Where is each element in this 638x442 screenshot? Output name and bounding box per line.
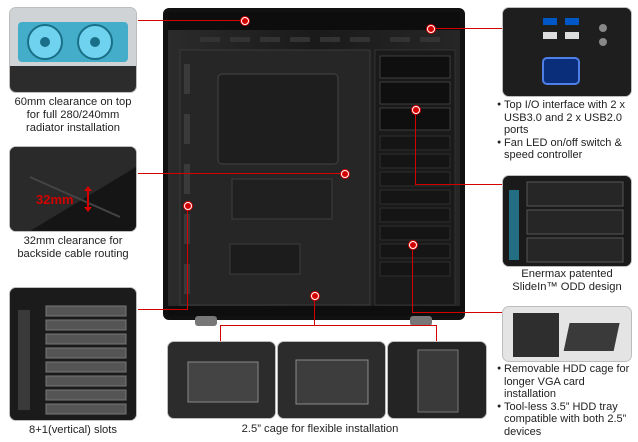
- slots-illustration: [10, 288, 136, 420]
- callout-line-top-right: [430, 28, 502, 29]
- hdd-feature-list: Removable HDD cage for longer VGA card i…: [497, 363, 635, 438]
- callout-line-cage-r: [436, 325, 437, 341]
- callout-line-cage-l: [220, 325, 221, 341]
- io-feature-item: Fan LED on/off switch & speed controller: [497, 137, 635, 162]
- top-radiator-photo: [9, 7, 137, 93]
- pc-case-image: [163, 8, 465, 326]
- callout-line-odd-h: [415, 184, 502, 185]
- callout-line-odd-v: [415, 110, 416, 185]
- callout-line-hdd-h: [412, 312, 502, 313]
- callout-dot-top-right: [427, 25, 435, 33]
- callout-dot-odd: [412, 106, 420, 114]
- cage-photo-1: [167, 341, 276, 419]
- io-illustration: [503, 8, 631, 96]
- cage-illustration-1: [168, 342, 275, 418]
- cage-photo-3: [387, 341, 487, 419]
- callout-dot-mid-left: [341, 170, 349, 178]
- backside-illustration: [10, 147, 136, 231]
- cage-photo-2: [277, 341, 386, 419]
- top-radiator-caption: 60mm clearance on top for full 280/240mm…: [14, 96, 132, 134]
- callout-line-hdd-v: [412, 245, 413, 313]
- odd-design-caption: Enermax patented SlideIn™ ODD design: [512, 268, 622, 293]
- odd-illustration: [503, 176, 631, 266]
- io-feature-item: Top I/O interface with 2 x USB3.0 and 2 …: [497, 99, 635, 137]
- top-io-photo: [502, 7, 632, 97]
- expansion-slots-photo: [9, 287, 137, 421]
- radiator-illustration: [10, 8, 136, 92]
- slots-caption: 8+1(vertical) slots: [29, 424, 117, 436]
- callout-line-slots-v: [187, 205, 188, 310]
- hdd-feature-item: Tool-less 3.5” HDD tray compatible with …: [497, 401, 635, 439]
- measure-label: 32mm: [36, 192, 74, 207]
- callout-dot-top-left: [241, 17, 249, 25]
- odd-slidein-photo: [502, 175, 632, 267]
- hdd-feature-item: Removable HDD cage for longer VGA card i…: [497, 363, 635, 401]
- callout-dot-hdd: [409, 241, 417, 249]
- hdd-cage-illustration: [503, 307, 631, 361]
- callout-line-top-left: [138, 20, 245, 21]
- callout-line-mid-left: [138, 173, 343, 174]
- callout-line-cage-v: [314, 296, 315, 326]
- backside-cable-caption: 32mm clearance for backside cable routin…: [17, 235, 129, 260]
- cage-illustration-3: [388, 342, 486, 418]
- callout-line-cage-h: [220, 325, 436, 326]
- io-feature-list: Top I/O interface with 2 x USB3.0 and 2 …: [497, 99, 635, 162]
- backside-cable-photo: 32mm: [9, 146, 137, 232]
- hdd-cage-photo: [502, 306, 632, 362]
- cage-caption: 2.5” cage for flexible installation: [241, 423, 399, 435]
- callout-line-slots-h: [138, 309, 188, 310]
- callout-dot-slots: [184, 202, 192, 210]
- cage-illustration-2: [278, 342, 385, 418]
- callout-dot-cage: [311, 292, 319, 300]
